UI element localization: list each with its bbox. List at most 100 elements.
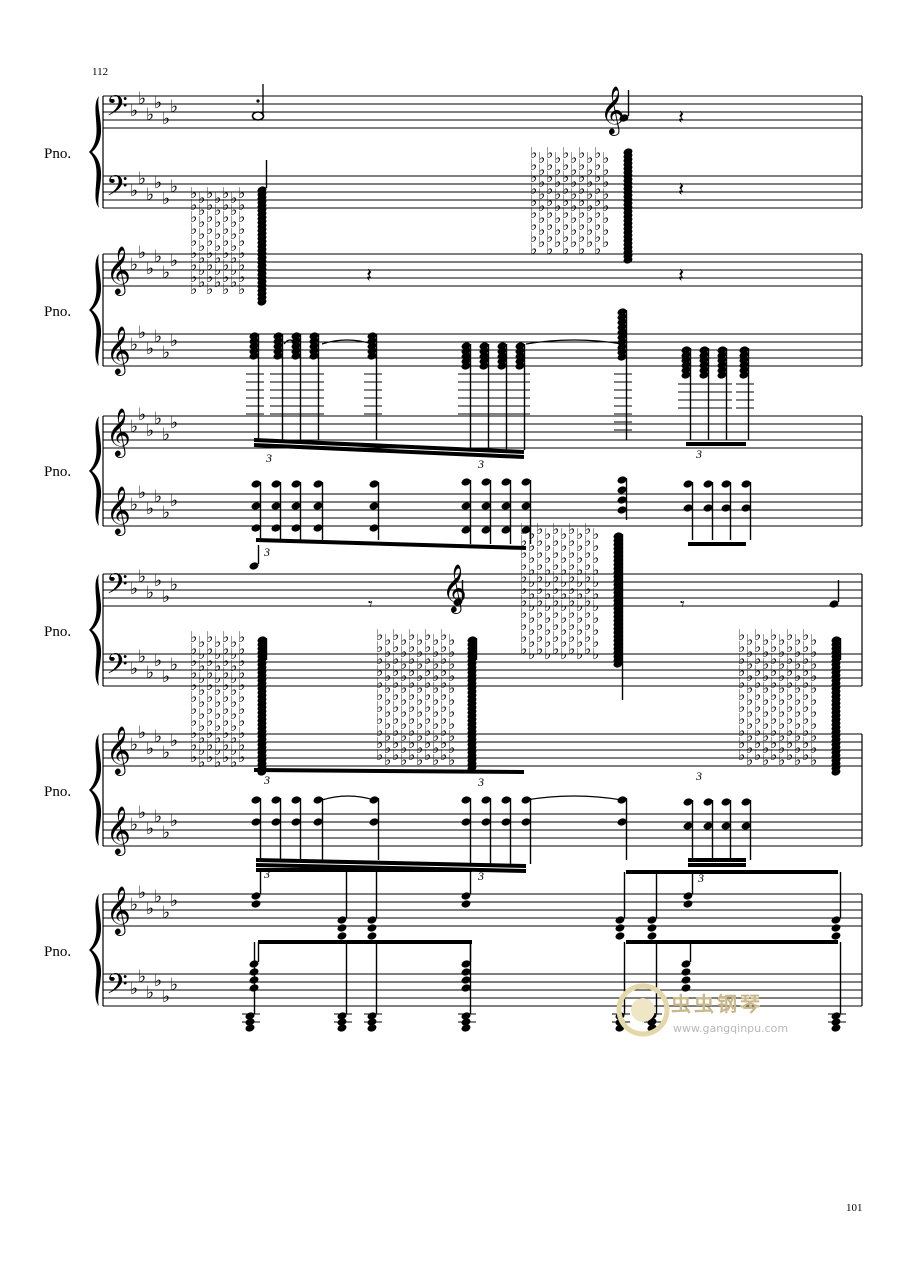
system-4-chord-accidental-44: ♭ (544, 645, 551, 663)
system-4-lower2-accidental-54: ♭ (408, 734, 415, 752)
system-4-lower2-accidental-60: ♭ (416, 679, 423, 697)
system-4-lower-key-signature-flat-5: ♭ (162, 667, 170, 687)
system-1-chord2-accidental-79: ♭ (602, 161, 609, 179)
system-4-lower3-accidental-54: ♭ (770, 734, 777, 752)
system-4-chord-accidental-14: ♭ (528, 549, 535, 567)
system-2-upper-key-signature-flat-4: ♭ (154, 247, 162, 267)
system-1-chord2-accidental-65: ♭ (586, 197, 593, 215)
system-4-chord-accidental-110: ♭ (592, 645, 599, 663)
s2-chord-b-2 (476, 342, 494, 450)
system-4-lower2-accidental-84: ♭ (432, 703, 439, 721)
system-4-lower2-accidental-15: ♭ (384, 667, 391, 685)
system-4-lower2-accidental-74: ♭ (424, 710, 431, 728)
system-1-chord2-accidental-63: ♭ (586, 173, 593, 191)
system-1-chord-accidental-6: ♭ (190, 244, 197, 262)
s5-beam-2-1 (255, 858, 527, 868)
s2-chord-4 (306, 332, 324, 440)
system-4-chord-accidental-103: ♭ (592, 561, 599, 579)
system-4-chord-accidental-54: ♭ (552, 628, 559, 646)
system-1-chord2-accidental-81: ♭ (602, 185, 609, 203)
system-1-chord2-accidental-24: ♭ (546, 216, 553, 234)
system-4-lower-accidental-2: ♭ (190, 640, 197, 658)
system-4-chord-accidental-63: ♭ (560, 609, 567, 627)
system-4-chord-accidental-102: ♭ (592, 549, 599, 567)
system-1-chord-accidental-23: ♭ (206, 244, 213, 262)
system-4-chord-accidental-40: ♭ (544, 597, 551, 615)
system-4-lower3-accidental-8: ♭ (738, 710, 745, 728)
system-1-chord-accidental-39: ♭ (222, 232, 229, 250)
s3-chord-3 (291, 480, 302, 540)
system-4-chord-accidental-92: ♭ (584, 556, 591, 574)
system-4-chord-accidental-109: ♭ (592, 633, 599, 651)
system-4-lower2-accidental-57: ♭ (416, 643, 423, 661)
system-4-lower-accidental-17: ♭ (198, 693, 205, 711)
system-4-lower-accidental-20: ♭ (198, 729, 205, 747)
system-4-lower3-accidental-5: ♭ (738, 674, 745, 692)
system-4-lower2-accidental-8: ♭ (376, 710, 383, 728)
system-4-chord-accidental-87: ♭ (576, 633, 583, 651)
system-4-lower-accidental-68: ♭ (238, 640, 245, 658)
system-4-lower-accidental-65: ♭ (230, 741, 237, 759)
system-4-chord-accidental-79: ♭ (576, 537, 583, 555)
s2-chord-1 (246, 332, 264, 440)
system-4-lower3-accidental-56: ♭ (778, 631, 785, 649)
system-4-lower3-accidental-20: ♭ (746, 727, 753, 745)
system-4-lower3-accidental-23: ♭ (754, 626, 761, 644)
system-1-chord2-accidental-15: ♭ (538, 209, 545, 227)
system-3-lower-key-signature-flat-6: ♭ (170, 491, 178, 511)
s4-triplet-1: 3 (263, 545, 270, 559)
system-1-chord-accidental-17: ♭ (198, 273, 205, 291)
s2-chord-d-4 (736, 346, 754, 440)
s3-chord-d-4 (741, 480, 752, 540)
system-4-lower3-accidental-106: ♭ (810, 703, 817, 721)
system-4-chord-accidental-36: ♭ (544, 549, 551, 567)
system-1-chord-accidental-31: ♭ (214, 237, 221, 255)
system-4-chord-accidental-22: ♭ (528, 645, 535, 663)
system-4-chord-accidental-59: ♭ (560, 561, 567, 579)
system-4-chord-accidental-93: ♭ (584, 568, 591, 586)
system-1-chord-accidental-32: ♭ (214, 249, 221, 267)
system-4-lower-accidental-8: ♭ (190, 712, 197, 730)
system-4-lower3-accidental-6: ♭ (738, 686, 745, 704)
system-4-chord-accidental-70: ♭ (568, 556, 575, 574)
system-4-lower2-accidental-22: ♭ (384, 751, 391, 769)
system-1-chord2-accidental-6: ♭ (530, 204, 537, 222)
system-4-lower-accidental-73: ♭ (238, 700, 245, 718)
system-4-lower3-accidental-82: ♭ (794, 679, 801, 697)
s5-beam-1-1 (253, 768, 525, 774)
system-4-lower2-accidental-63: ♭ (416, 715, 423, 733)
system-4-lower3-accidental-97: ♭ (802, 722, 809, 740)
s5-chord-b-2 (481, 796, 492, 864)
system-4-chord-accidental-86: ♭ (576, 621, 583, 639)
system-4-lower3-accidental-65: ♭ (778, 739, 785, 757)
system-1-chord-accidental-55: ♭ (238, 220, 245, 238)
system-1-chord2-accidental-58: ♭ (578, 216, 585, 234)
instrument-label-6: Pno. (44, 944, 72, 960)
system-4-upper-key-signature-flat-6: ♭ (170, 575, 178, 595)
system-3-lower-key-signature-flat-5: ♭ (162, 503, 170, 523)
system-4-lower2-accidental-44: ♭ (400, 751, 407, 769)
system-1-chord2-accidental-80: ♭ (602, 173, 609, 191)
quarter-rest-2: 𝄽 (678, 177, 684, 201)
system-4-lower3-accidental-60: ♭ (778, 679, 785, 697)
s5-chord-1 (251, 796, 262, 860)
system-1-chord2-accidental-38: ♭ (562, 180, 569, 198)
system-4-chord-accidental-37: ♭ (544, 561, 551, 579)
system-1-chord2-accidental-84: ♭ (602, 221, 609, 239)
system-1-chord-accidental-7: ♭ (190, 256, 197, 274)
system-4-chord-accidental-30: ♭ (536, 604, 543, 622)
s2-chord-2 (270, 332, 288, 440)
system-4-chord-accidental-98: ♭ (584, 628, 591, 646)
system-4-lower2-accidental-23: ♭ (392, 626, 399, 644)
system-4-chord-accidental-12: ♭ (528, 525, 535, 543)
system-1-chord-accidental-43: ♭ (222, 280, 229, 298)
s4-eighth-rest-1: 𝄾 (368, 594, 373, 615)
system-4-lower2-accidental-92: ♭ (440, 662, 447, 680)
system-1-chord-accidental-53: ♭ (238, 196, 245, 214)
half-note-1 (251, 111, 265, 121)
system-1-chord-accidental-14: ♭ (198, 237, 205, 255)
system-4-chord-accidental-20: ♭ (528, 621, 535, 639)
system-1-upper-bass-clef: 𝄢 (106, 90, 128, 130)
system-4-lower2-accidental-40: ♭ (400, 703, 407, 721)
system-1-chord2-accidental-23: ♭ (546, 204, 553, 222)
